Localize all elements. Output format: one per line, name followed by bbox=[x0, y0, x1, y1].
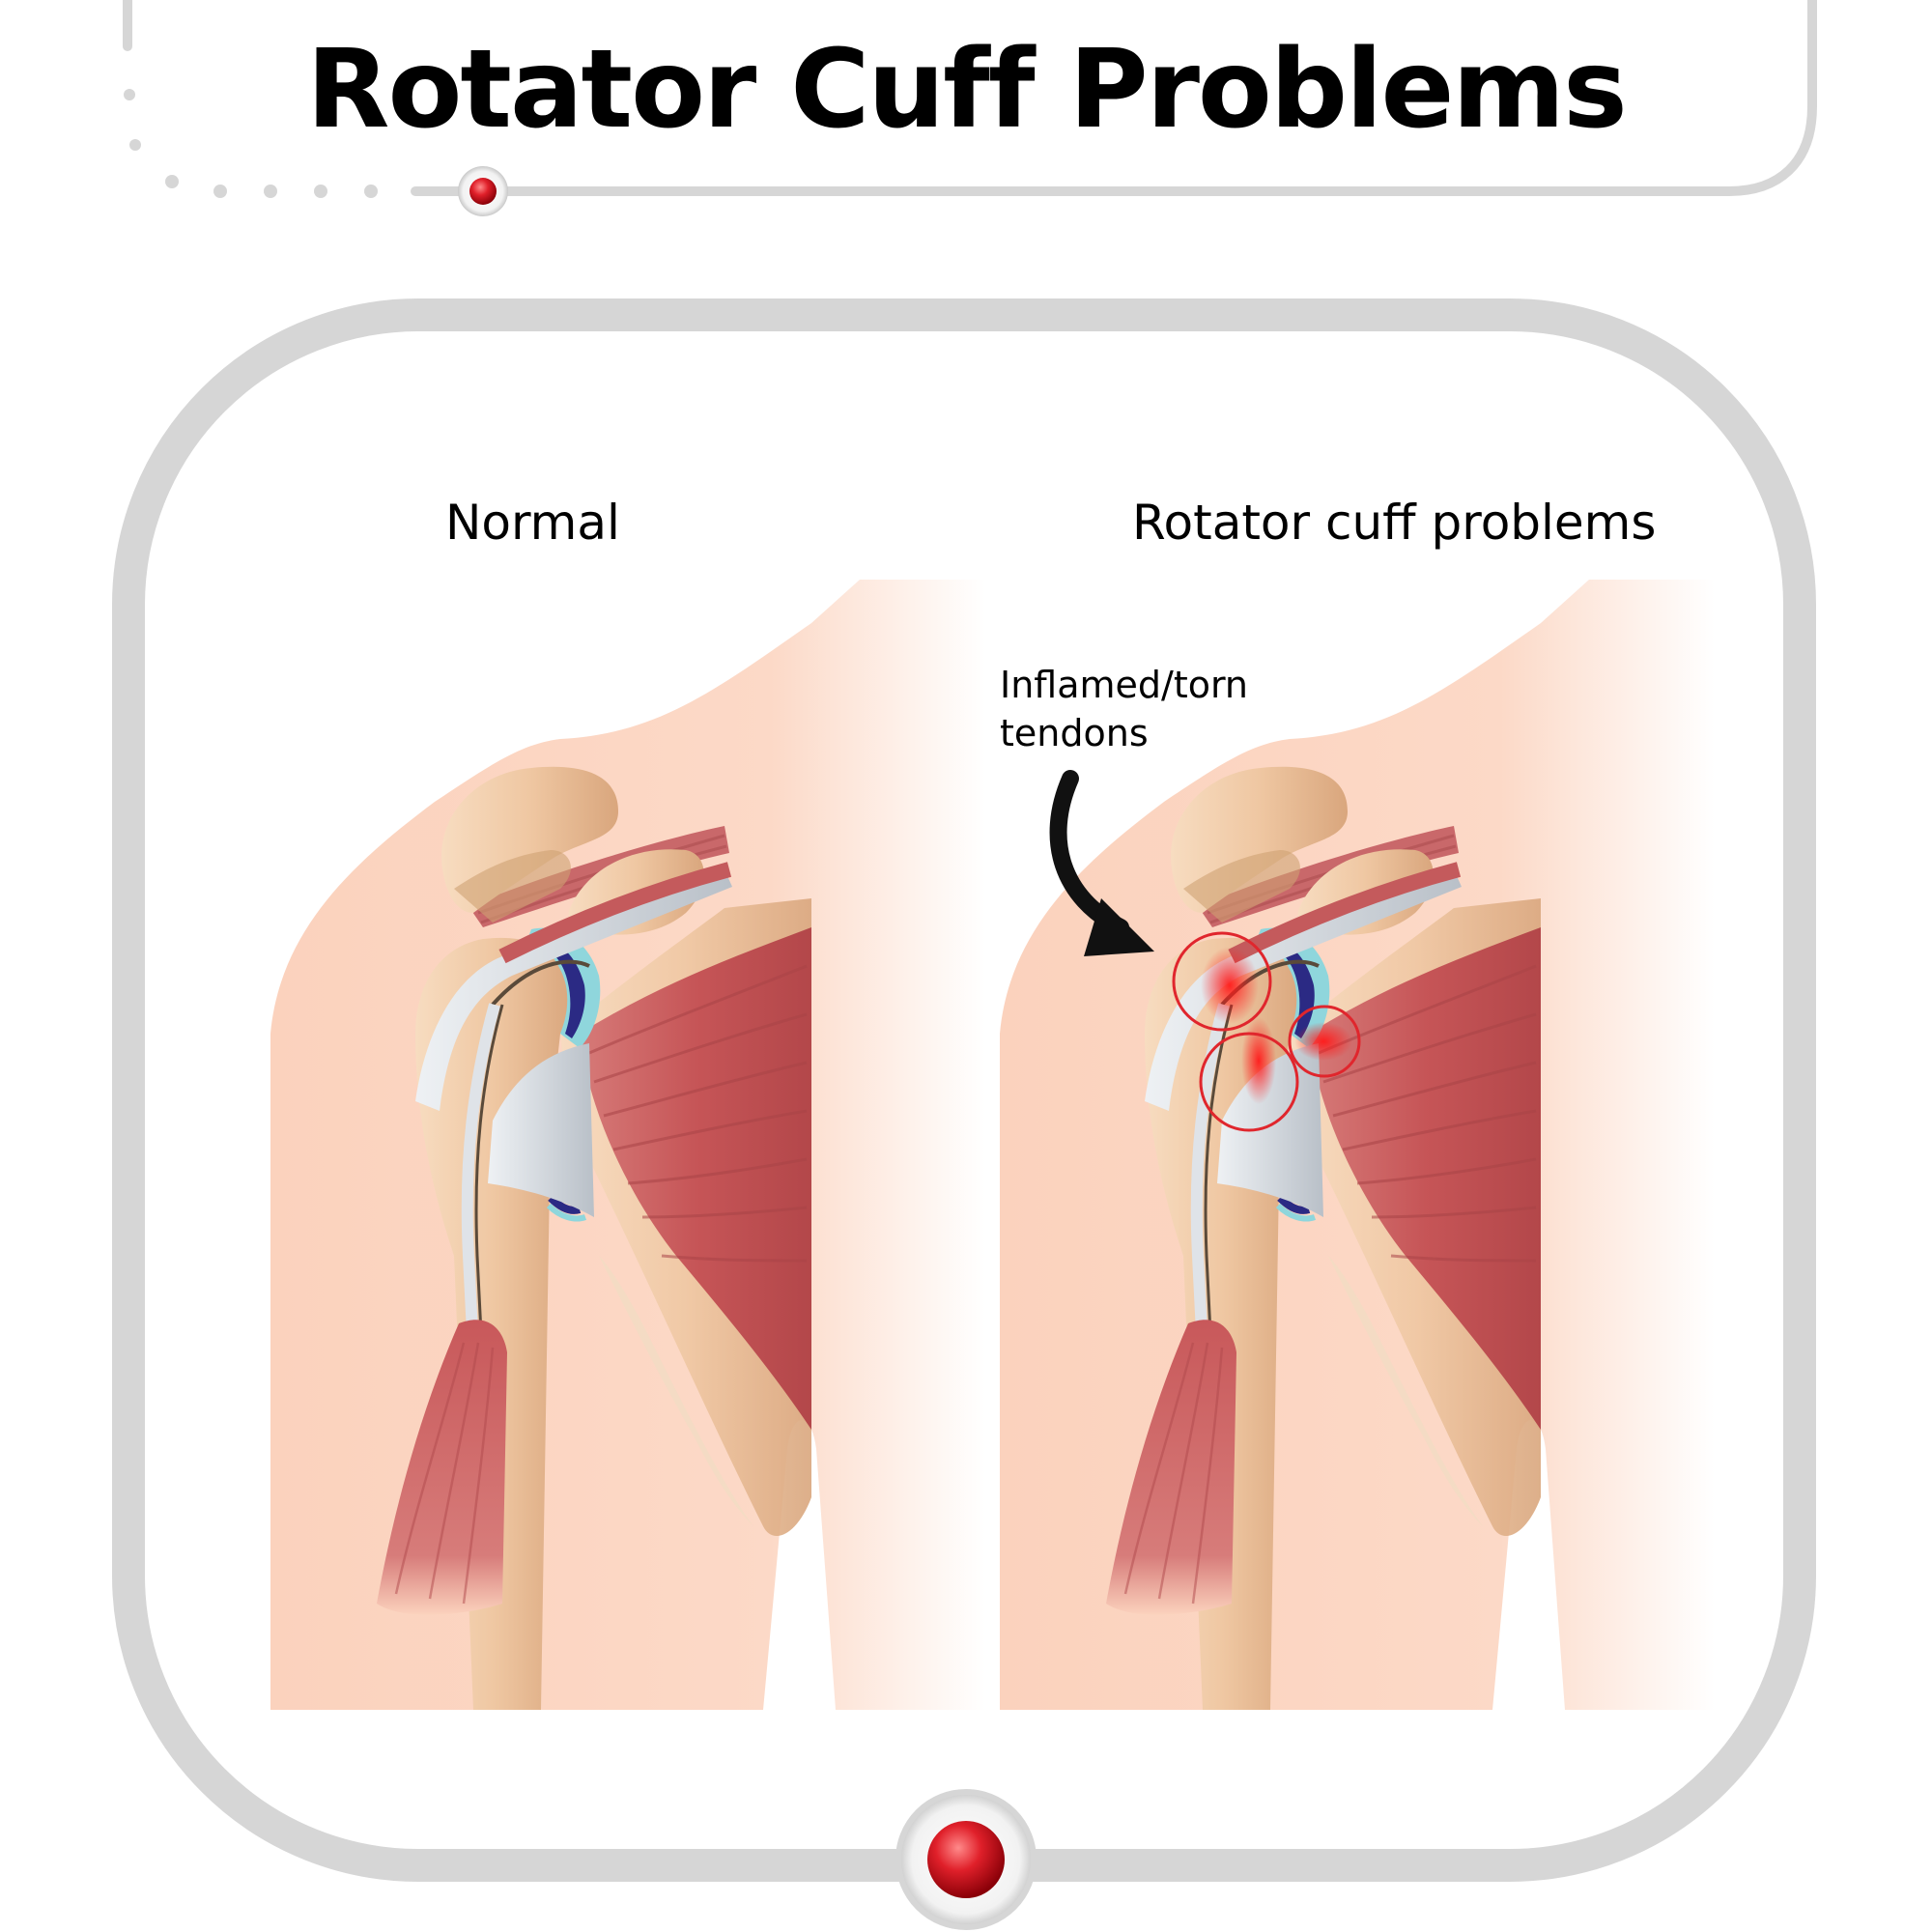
header-frame bbox=[123, 0, 1817, 216]
normal-shoulder-illustration bbox=[270, 580, 985, 1710]
highlight-circle-3 bbox=[1199, 1032, 1299, 1132]
injured-shoulder-illustration bbox=[1000, 580, 1715, 1710]
header-indicator-dot bbox=[469, 178, 497, 205]
annotation-arrow bbox=[1049, 770, 1154, 956]
annotation-line-2: tendons bbox=[1000, 712, 1149, 754]
inflammation-spot-infraspinatus bbox=[1294, 1022, 1352, 1061]
dotted-connector bbox=[124, 89, 378, 198]
panel-label-problems: Rotator cuff problems bbox=[1132, 495, 1657, 551]
annotation-line-1: Inflamed/torn bbox=[1000, 664, 1249, 706]
highlight-circle-2 bbox=[1288, 1005, 1361, 1078]
page-title: Rotator Cuff Problems bbox=[306, 27, 1628, 153]
annotation-label: Inflamed/torn tendons bbox=[1000, 661, 1248, 757]
inflammation-spot-biceps bbox=[1241, 1017, 1276, 1104]
panel-label-normal: Normal bbox=[445, 495, 620, 551]
bottom-indicator bbox=[895, 1789, 1037, 1930]
inflammation-spot-supraspinatus bbox=[1201, 947, 1259, 1024]
highlight-circle-1 bbox=[1172, 931, 1272, 1032]
bottom-indicator-dot bbox=[927, 1821, 1005, 1898]
